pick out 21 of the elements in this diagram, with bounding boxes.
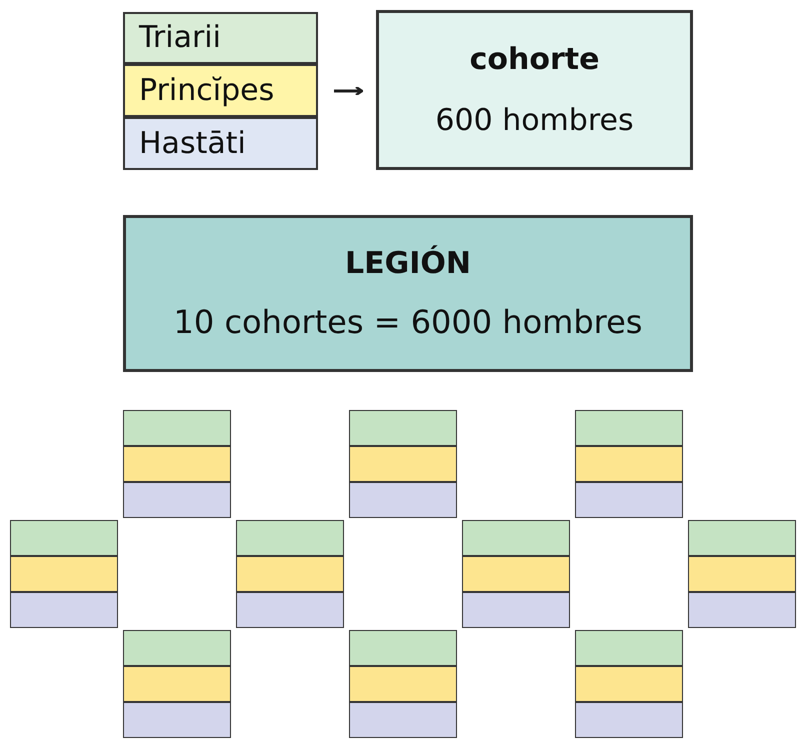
- rank-band: Hastāti: [123, 117, 318, 170]
- unit-stack: [123, 12, 318, 170]
- legion-box: [123, 215, 693, 372]
- box-heading: cohorte: [470, 42, 600, 77]
- rank-band: Princĭpes: [123, 64, 318, 117]
- cohort-block: [10, 520, 118, 628]
- cohort-block: [349, 410, 457, 518]
- box-heading: LEGIÓN: [344, 246, 471, 281]
- cohort-box: [376, 10, 693, 170]
- cohort-block: [688, 520, 796, 628]
- cohort-block: [349, 630, 457, 738]
- box-text: 10 cohortes = 6000 hombres: [174, 303, 642, 341]
- cohort-block: [123, 410, 231, 518]
- cohort-block: [575, 630, 683, 738]
- rank-band: Triarii: [123, 12, 318, 64]
- cohort-block: [462, 520, 570, 628]
- cohort-block: [236, 520, 344, 628]
- cohort-block: [575, 410, 683, 518]
- cohort-block: [123, 630, 231, 738]
- box-text: 600 hombres: [435, 103, 634, 138]
- arrow: [334, 86, 364, 96]
